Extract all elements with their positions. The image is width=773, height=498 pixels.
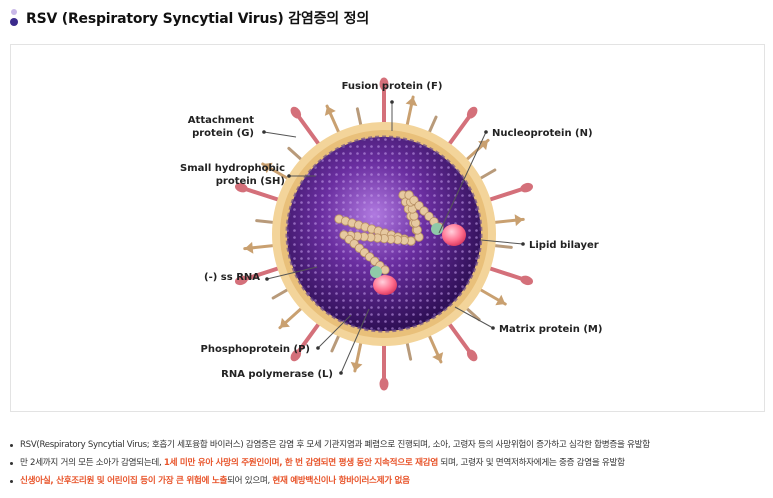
- rna-strands: [334, 190, 444, 275]
- fusion-spike: [379, 340, 389, 391]
- attachment-spike: [462, 138, 490, 164]
- label-attachment-line1: Attachment: [188, 115, 254, 126]
- fusion-spike: [379, 77, 389, 128]
- body-text: 만 2세까지 거의 모든 소아가 감염되는데,: [20, 458, 164, 468]
- description-item: RSV(Respiratory Syncytial Virus; 호흡기 세포융…: [8, 436, 768, 454]
- label-rna-polymerase: RNA polymerase (L): [221, 369, 333, 380]
- title-row: RSV (Respiratory Syncytial Virus) 감염증의 정…: [8, 6, 369, 30]
- label-matrix-protein: Matrix protein (M): [499, 324, 602, 335]
- fusion-spike: [235, 265, 284, 286]
- nucleoprotein-coil-2: [398, 190, 444, 242]
- attachment-spike: [489, 214, 525, 227]
- fusion-spike: [235, 182, 284, 203]
- phosphoprotein-1: [370, 266, 382, 278]
- label-attachment-line2: protein (G): [192, 128, 254, 139]
- surface-spikes: [235, 77, 533, 391]
- rna-polymerase-blob-2: [442, 224, 466, 246]
- matrix-layer: [285, 135, 483, 333]
- attachment-spike: [324, 104, 342, 137]
- fusion-spike: [445, 106, 478, 149]
- fusion-spike: [290, 319, 323, 362]
- highlight-text: 1세 미만 유아 사망의 주원인이며, 한 번 감염되면 평생 동안 지속적으로…: [163, 458, 438, 468]
- description-list: RSV(Respiratory Syncytial Virus; 호흡기 세포융…: [8, 436, 768, 490]
- label-small-hydrophobic-line1: Small hydrophobic: [180, 163, 285, 174]
- leader-lines: [263, 102, 524, 374]
- attachment-spike: [404, 95, 418, 130]
- attachment-spike: [476, 286, 507, 306]
- highlight-text: 현재 예방백신이나 항바이러스제가 없음: [272, 476, 410, 486]
- label-small-hydrophobic-line2: protein (SH): [216, 176, 285, 187]
- bullet-dots-icon: [8, 7, 20, 29]
- label-fusion-protein: Fusion protein (F): [342, 81, 443, 92]
- label-ss-rna: (-) ss RNA: [204, 272, 260, 283]
- attachment-spike: [426, 331, 444, 364]
- attachment-spike: [261, 162, 292, 182]
- rna-polymerase-blob-1: [373, 275, 397, 295]
- page-title: RSV (Respiratory Syncytial Virus) 감염증의 정…: [26, 11, 369, 27]
- nucleoprotein-coil-1: [334, 214, 416, 275]
- label-phosphoprotein: Phosphoprotein (P): [201, 344, 310, 355]
- highlight-text: 신생아실, 산후조리원 및 어린이집 등이 가장 큰 위험에 노출: [20, 476, 228, 486]
- label-lipid-bilayer: Lipid bilayer: [529, 240, 599, 251]
- fusion-spike: [484, 182, 533, 203]
- fusion-spike: [445, 319, 478, 362]
- attachment-spike: [278, 304, 306, 330]
- attachment-spike: [350, 338, 364, 373]
- fusion-spike: [484, 265, 533, 286]
- body-text: RSV(Respiratory Syncytial Virus; 호흡기 세포융…: [20, 440, 650, 450]
- label-nucleoprotein: Nucleoprotein (N): [492, 128, 593, 139]
- rsv-diagram-frame: Fusion protein (F) Attachment protein (G…: [10, 44, 765, 412]
- body-text: 되며, 고령자 및 면역저하자에게는 중증 감염을 유발함: [437, 458, 625, 468]
- leader-dots: [262, 100, 525, 375]
- rsv-virus-diagram: Fusion protein (F) Attachment protein (G…: [180, 77, 602, 391]
- description-item: 만 2세까지 거의 모든 소아가 감염되는데, 1세 미만 유아 사망의 주원인…: [8, 454, 768, 472]
- attachment-spike: [243, 241, 279, 254]
- body-text: 되어 있으며,: [227, 476, 273, 486]
- fusion-spike: [290, 106, 323, 149]
- description-item: 신생아실, 산후조리원 및 어린이집 등이 가장 큰 위험에 노출되어 있으며,…: [8, 472, 768, 490]
